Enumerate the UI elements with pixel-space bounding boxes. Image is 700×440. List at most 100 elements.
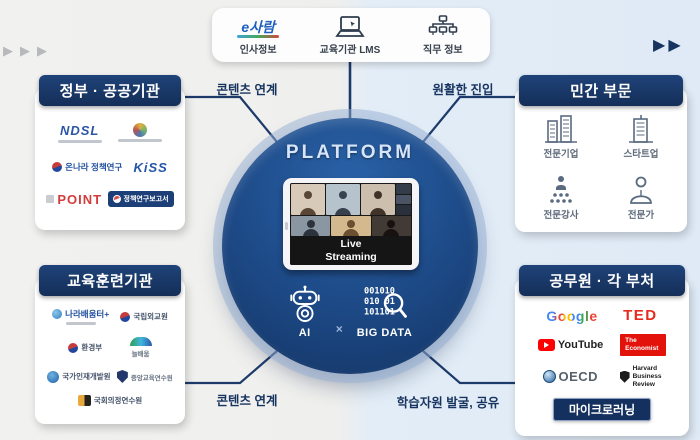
edu-panel-title: 교육훈련기관	[39, 265, 181, 296]
environment-ministry-text: 환경부	[81, 343, 103, 352]
hbr-shield-icon	[619, 370, 630, 383]
platform-circle: PLATFORM Live Streaming	[222, 118, 478, 374]
point-mark-icon	[46, 195, 55, 204]
hrd-institute-text: 국가인재개발원	[62, 372, 111, 381]
taegeuk-icon	[120, 311, 131, 322]
nara-learning-text: 나라배움터+	[65, 309, 110, 319]
hbr-text-line: Review	[632, 380, 655, 388]
streaming-word: Streaming	[325, 250, 377, 263]
chevron-right-icon: ▶	[37, 43, 47, 58]
video-conference-screen: Live Streaming	[290, 183, 412, 265]
assembly-training-logo: 국회의정연수원	[77, 395, 143, 406]
hbr-text-line: Business	[632, 372, 662, 380]
youtube-logo: YouTube	[537, 338, 604, 351]
microlearning-badge: 마이크로러닝	[552, 397, 652, 421]
svg-text:001010: 001010	[364, 287, 395, 297]
link-label-content-bottom: 콘텐츠 연계	[216, 394, 278, 408]
youtube-text: YouTube	[557, 338, 604, 351]
link-label-content-top: 콘텐츠 연계	[216, 83, 278, 97]
company-item: 전문기업	[521, 114, 601, 160]
instructor-label: 전문강사	[543, 209, 579, 221]
globe-icon	[52, 309, 63, 319]
chevron-right-icon: ▶	[668, 37, 681, 54]
emblem-icon	[77, 395, 91, 406]
environment-ministry-logo: 환경부	[68, 342, 102, 353]
point-text: POINT	[57, 191, 103, 207]
left-edge-arrows: ▶ ▶ ▶	[3, 44, 47, 57]
ndsl-text: NDSL	[59, 122, 100, 138]
hrd-institute-logo: 국가인재개발원	[47, 370, 111, 383]
job-info-item: 직무 정보	[423, 14, 463, 56]
point-logo: POINT	[46, 192, 102, 207]
robot-icon	[290, 285, 320, 322]
bigdata-icon: 001010 010 01 101101	[364, 287, 407, 318]
private-panel-title: 민간 부문	[519, 75, 683, 106]
link-label-resource-share: 학습자원 발굴, 공유	[396, 396, 500, 410]
chevron-right-icon: ▶	[653, 37, 666, 54]
logo-caption-bar	[118, 139, 163, 143]
oecd-text: OECD	[558, 369, 599, 385]
ndsl-logo: NDSL	[57, 122, 102, 143]
central-training-text: 중앙교육연수원	[130, 374, 173, 382]
prism-logo	[118, 123, 163, 143]
lms-label: 교육기관 LMS	[319, 45, 381, 56]
oecd-logo: OECD	[542, 369, 599, 385]
link-label-smooth-entry: 원활한 진입	[432, 83, 494, 97]
participant-tile	[291, 216, 331, 236]
logo-caption-bar	[57, 139, 102, 143]
lms-item: 교육기관 LMS	[319, 14, 381, 56]
civil-panel-title: 공무원 · 각 부처	[519, 265, 685, 296]
google-logo: Google	[546, 307, 598, 324]
expert-label: 전문가	[627, 209, 655, 221]
ai-bigdata-row: AI × 001010 010 01 101101 BIG DATA	[222, 284, 478, 339]
bigdata-block: 001010 010 01 101101 BIG DATA	[357, 284, 413, 339]
logo-caption-bar	[65, 322, 96, 325]
chevron-right-icon: ▶	[20, 43, 30, 58]
policy-report-text: 정책연구보고서	[123, 196, 169, 204]
economist-text-line: Economist	[625, 344, 659, 352]
esaram-logo-text: e사람	[237, 19, 279, 38]
policy-report-logo: 정책연구보고서	[107, 191, 174, 208]
hr-info-label: 인사정보	[239, 45, 277, 56]
data-sources-panel: e사람 인사정보 교육기관 LMS	[212, 8, 490, 62]
times-symbol: ×	[335, 322, 343, 336]
laptop-icon	[335, 14, 365, 40]
assembly-training-text: 국회의정연수원	[93, 396, 143, 405]
onnara-logo: 온나라 정책연구	[52, 161, 122, 173]
gov-panel: 정부 · 공공기관 NDSL 온나라 정책연구 KiSS	[35, 75, 185, 230]
diplomacy-academy-text: 국립외교원	[133, 312, 168, 321]
hbr-logo: Harvard Business Review	[619, 365, 662, 388]
expert-icon	[630, 176, 652, 204]
participant-tile	[326, 184, 360, 215]
buildings-icon	[545, 114, 577, 143]
svg-text:101101: 101101	[364, 307, 395, 317]
taegeuk-icon	[52, 162, 63, 172]
diplomacy-academy-logo: 국립외교원	[120, 311, 168, 322]
sphere-icon	[133, 123, 148, 138]
expert-item: 전문가	[601, 175, 681, 221]
rainbow-arc-icon	[129, 337, 152, 346]
youtube-play-icon	[537, 338, 555, 351]
edu-panel: 교육훈련기관 나라배움터+ 국립외교원 환경부	[35, 265, 185, 424]
ai-label: AI	[298, 327, 311, 339]
ted-logo: TED	[623, 307, 658, 325]
org-chart-icon	[428, 14, 458, 40]
blue-globe-icon	[47, 370, 60, 383]
instructor-item: 전문강사	[521, 175, 601, 221]
live-streaming-caption: Live Streaming	[290, 236, 412, 265]
esaram-logo: e사람	[237, 14, 279, 40]
instructor-icon	[550, 175, 572, 203]
onnara-text: 온나라 정책연구	[65, 162, 123, 172]
startup-building-icon	[629, 114, 653, 143]
participant-tile	[291, 184, 325, 215]
participant-tile	[331, 216, 371, 236]
taegeuk-icon	[112, 195, 121, 204]
participant-tile	[371, 216, 411, 236]
kiss-logo: KiSS	[133, 159, 168, 175]
live-word: Live	[340, 237, 362, 250]
nara-learning-logo: 나라배움터+	[52, 308, 109, 325]
thumbnail-strip	[396, 184, 411, 216]
job-info-label: 직무 정보	[423, 45, 463, 56]
